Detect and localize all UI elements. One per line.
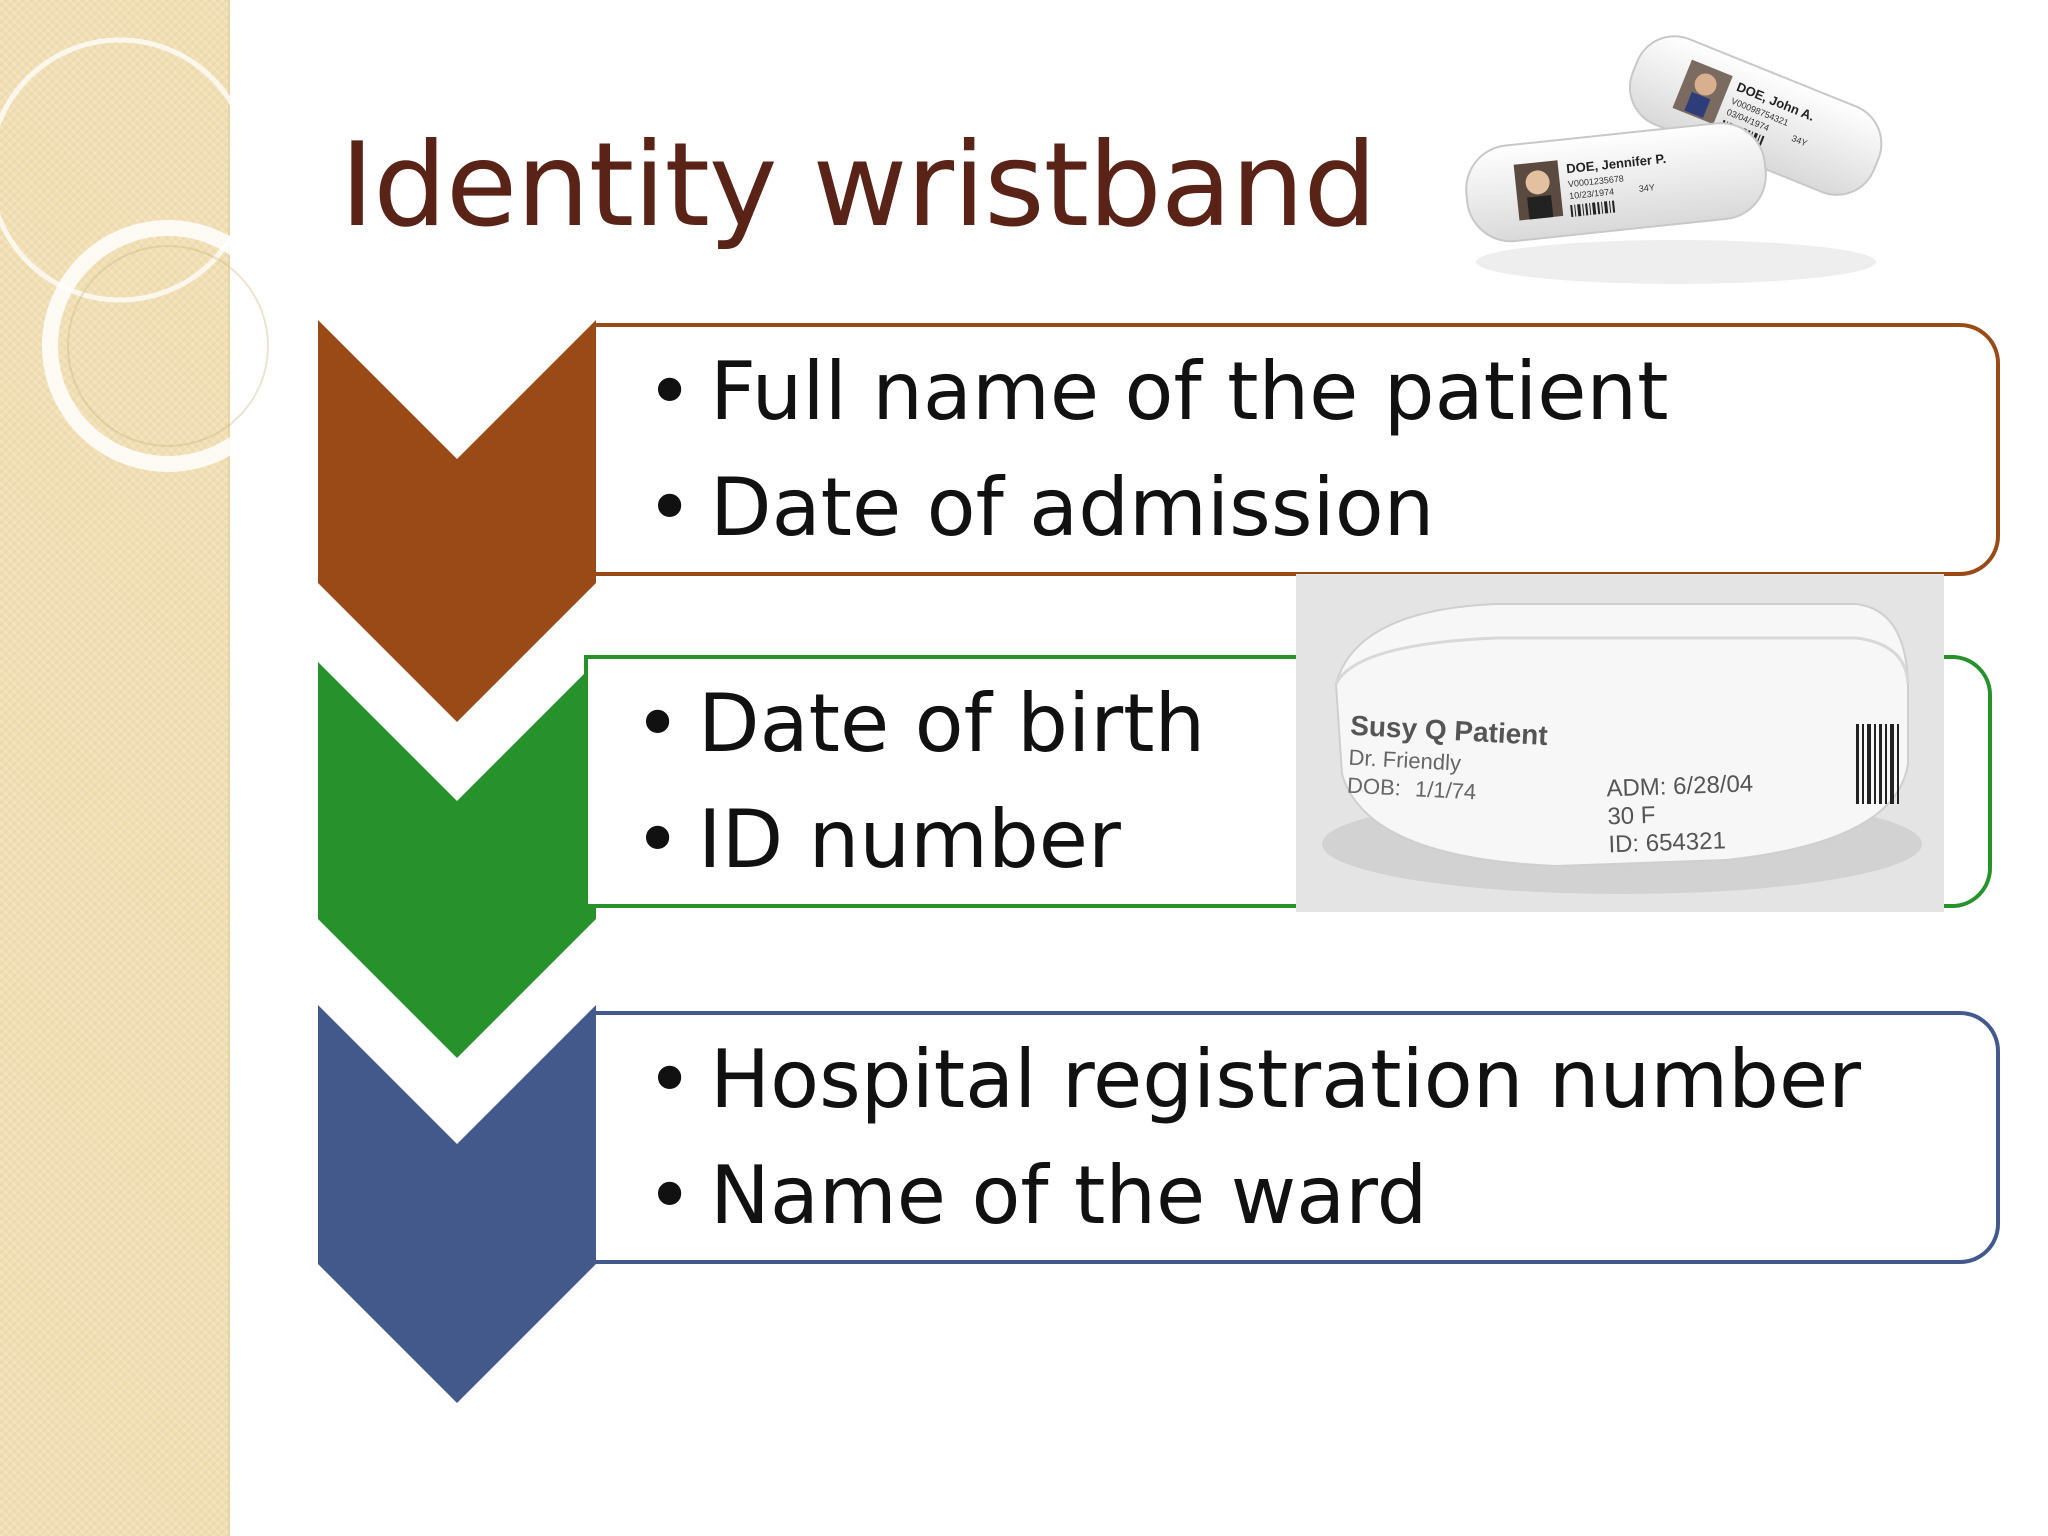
bullet-hospital-registration-number: Hospital registration number <box>646 1022 1861 1138</box>
patient-band-id: ID: 654321 <box>1608 827 1726 858</box>
bullet-date-of-admission: Date of admission <box>646 450 1668 566</box>
bullet-list-2: Date of birth ID number <box>634 666 1205 898</box>
wristbands-photo: DOE, John A. V00098754321 03/04/1974 34Y… <box>1465 35 1883 284</box>
bullet-id-number: ID number <box>634 782 1205 898</box>
patient-band-doctor: Dr. Friendly <box>1348 745 1462 776</box>
bullet-list-3: Hospital registration number Name of the… <box>646 1022 1861 1254</box>
chevron-2-shape <box>318 662 596 1058</box>
bullet-full-name: Full name of the patient <box>646 334 1668 450</box>
bullet-list-1: Full name of the patient Date of admissi… <box>646 334 1668 566</box>
patient-band-photo: Susy Q Patient Dr. Friendly DOB: 1/1/74 … <box>1296 574 1944 912</box>
patient-band-dob: 1/1/74 <box>1414 776 1476 804</box>
chevron-1-shape <box>318 320 596 722</box>
slide-title: Identity wristband <box>340 118 1377 253</box>
band-a-dob: 10/23/1974 <box>1569 186 1615 201</box>
chevron-3-shape <box>318 1005 596 1403</box>
chevron-2 <box>318 662 596 1058</box>
patient-band-adm: ADM: 6/28/04 <box>1606 770 1754 802</box>
patient-band-dob-label: DOB: <box>1347 773 1402 801</box>
bullet-date-of-birth: Date of birth <box>634 666 1205 782</box>
band-a-age: 34Y <box>1638 182 1655 194</box>
chevron-3 <box>318 1005 596 1403</box>
chevron-1 <box>318 320 596 722</box>
bullet-name-of-ward: Name of the ward <box>646 1138 1861 1254</box>
decorative-sidebar <box>0 0 230 1536</box>
barcode-icon <box>1856 724 1899 804</box>
decorative-circles <box>0 37 294 472</box>
patient-band-age-sex: 30 F <box>1607 802 1656 831</box>
